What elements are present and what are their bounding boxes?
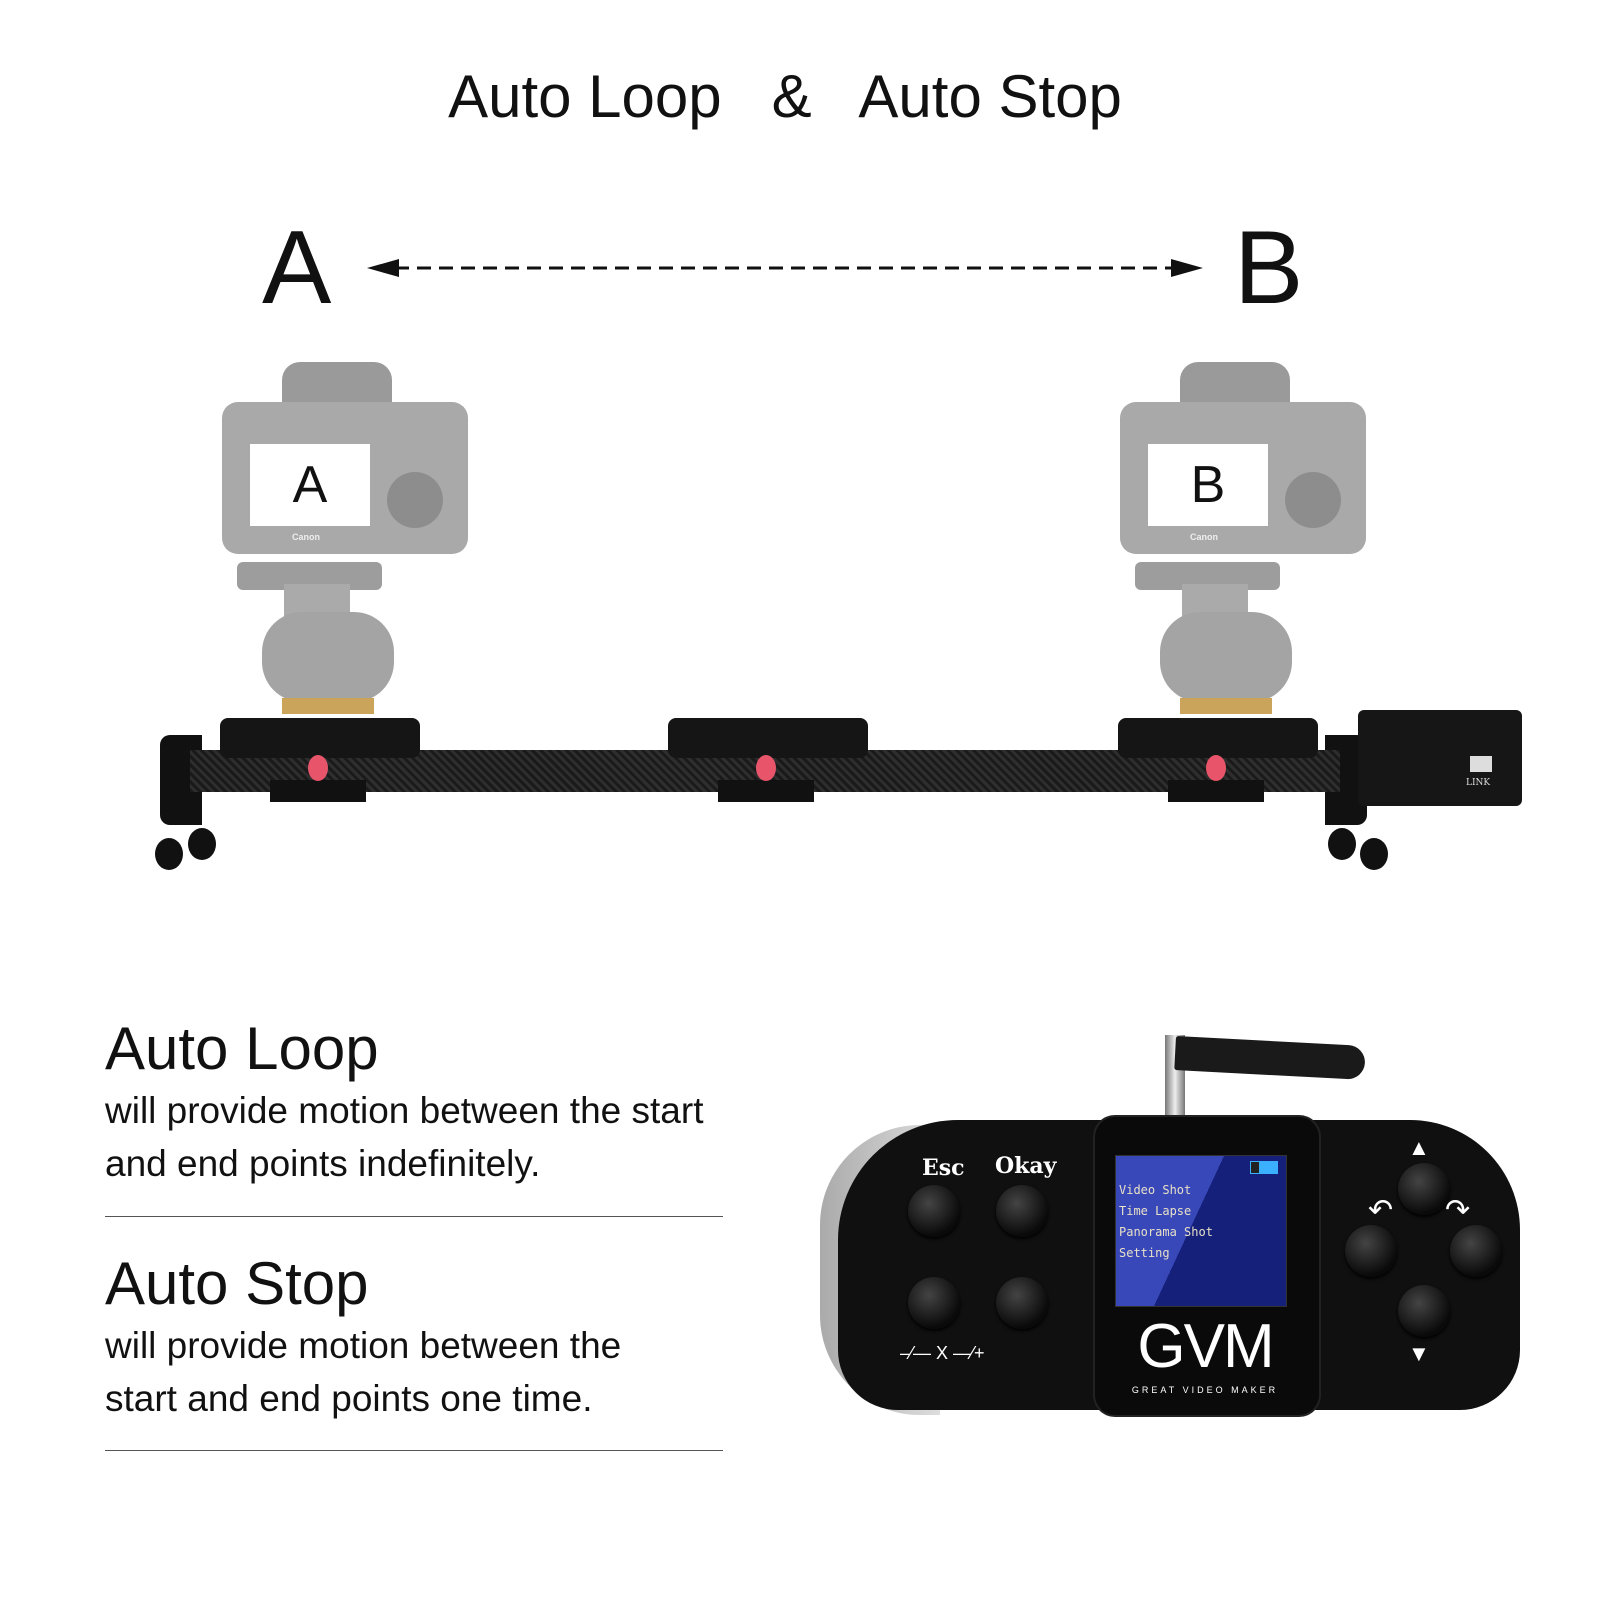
camera-brand: Canon: [1190, 532, 1218, 542]
okay-label: Okay: [995, 1153, 1057, 1179]
menu-item[interactable]: Setting: [1119, 1246, 1170, 1260]
esc-label: Esc: [922, 1155, 965, 1181]
menu-item[interactable]: Time Lapse: [1119, 1204, 1192, 1218]
lock-knob: [1206, 755, 1226, 781]
camera-screen: B: [1148, 444, 1268, 526]
battery-icon: [1250, 1161, 1278, 1174]
tagline: Great Video Maker: [1131, 1385, 1279, 1395]
up-arrow-icon: ▲: [1408, 1135, 1430, 1160]
rotate-right-button[interactable]: [1450, 1225, 1502, 1277]
feature-description-line: will provide motion between the start: [105, 1090, 704, 1131]
camera-slider: LINK: [150, 710, 1530, 880]
carriage: [668, 718, 868, 758]
feature-title: Auto Stop: [105, 1250, 369, 1317]
lock-knob: [308, 755, 328, 781]
down-button[interactable]: [1398, 1285, 1450, 1337]
menu-item[interactable]: Video Shot: [1119, 1183, 1192, 1197]
point-b-label: B: [1234, 210, 1304, 326]
menu-item[interactable]: Panorama Shot: [1119, 1225, 1213, 1239]
divider: [105, 1450, 723, 1451]
esc-button[interactable]: [908, 1185, 960, 1237]
lcd-screen: Video Shot Time Lapse Panorama Shot Sett…: [1115, 1155, 1287, 1307]
feature-description-line: and end points indefinitely.: [105, 1143, 541, 1184]
carriage: [220, 718, 420, 758]
feature-title: Auto Loop: [105, 1015, 379, 1082]
bidirectional-arrow-icon: [367, 259, 1203, 277]
point-a-label: A: [262, 210, 332, 326]
camera-b: B Canon: [1120, 362, 1366, 722]
up-button[interactable]: [1398, 1163, 1450, 1215]
carriage: [1118, 718, 1318, 758]
camera-a: A Canon: [222, 362, 468, 722]
link-port-label: LINK: [1466, 778, 1491, 788]
okay-button[interactable]: [996, 1185, 1048, 1237]
camera-brand: Canon: [292, 532, 320, 542]
camera-screen: A: [250, 444, 370, 526]
antenna: [1174, 1036, 1366, 1080]
gvm-controller: Esc Okay –⁄— X —⁄+ Video Shot Time Lapse…: [820, 1035, 1525, 1420]
lock-knob: [756, 755, 776, 781]
plus-button[interactable]: [996, 1277, 1048, 1329]
feature-description-line: will provide motion between the: [105, 1325, 622, 1366]
gvm-logo: GVM: [1137, 1312, 1274, 1381]
divider: [105, 1216, 723, 1217]
minus-button[interactable]: [908, 1277, 960, 1329]
axis-label: –⁄— X —⁄+: [900, 1343, 985, 1363]
down-arrow-icon: ▼: [1408, 1341, 1430, 1366]
rotate-right-icon: ↷: [1445, 1194, 1471, 1227]
rotate-left-icon: ↶: [1368, 1194, 1394, 1227]
feature-description-line: start and end points one time.: [105, 1378, 593, 1419]
rotate-left-button[interactable]: [1345, 1225, 1397, 1277]
page-title: Auto Loop & Auto Stop: [448, 63, 1122, 130]
motor-box: LINK: [1358, 710, 1522, 806]
